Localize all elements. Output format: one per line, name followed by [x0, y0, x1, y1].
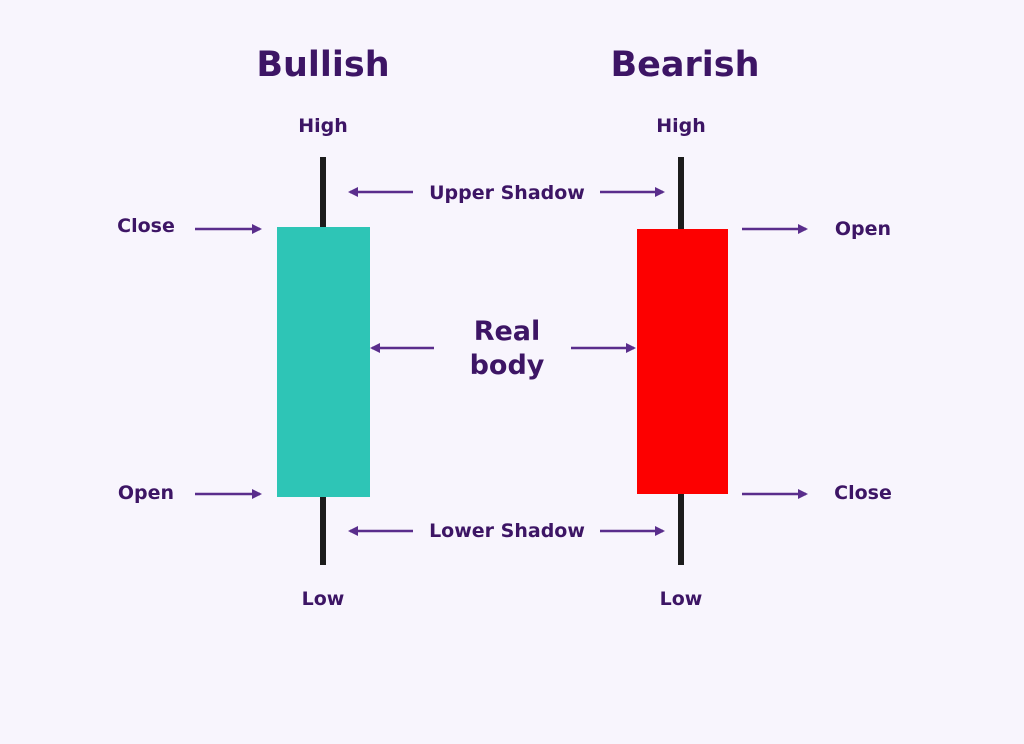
bullish-real-body: [277, 227, 370, 497]
bearish-open-label: Open: [835, 218, 891, 240]
bearish-title: Bearish: [610, 45, 759, 85]
bullish-open-label: Open: [118, 482, 174, 504]
lower-shadow-label: Lower Shadow: [429, 520, 585, 542]
upper-shadow-label: Upper Shadow: [429, 182, 585, 204]
bearish-real-body: [637, 229, 728, 494]
bullish-title: Bullish: [256, 45, 389, 85]
bullish-high-label: High: [298, 115, 348, 137]
bearish-low-label: Low: [660, 588, 703, 610]
bullish-low-label: Low: [302, 588, 345, 610]
real-body-label-line2: body: [470, 350, 545, 381]
bearish-high-label: High: [656, 115, 706, 137]
bearish-close-label: Close: [834, 482, 892, 504]
real-body-label-line1: Real: [474, 316, 541, 347]
bullish-close-label: Close: [117, 215, 175, 237]
